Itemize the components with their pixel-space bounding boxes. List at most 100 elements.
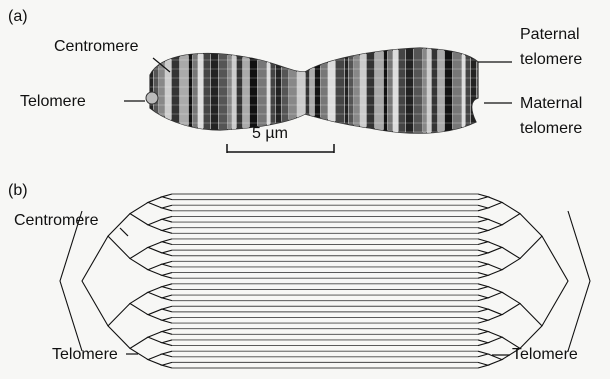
tree-branch (148, 354, 162, 365)
tree-branch (162, 329, 172, 335)
tree-branch (162, 228, 172, 234)
tree-branch (162, 261, 172, 267)
chromosome-band (432, 40, 437, 150)
tree-branch (162, 340, 172, 346)
chromosome-band (228, 40, 231, 150)
chromosome-band (310, 40, 314, 150)
chromosome-band (360, 40, 366, 150)
tree-branch (148, 219, 162, 230)
chromosome-band (393, 40, 398, 150)
telomere-left-label: Telomere (52, 346, 118, 364)
tree-branch (478, 194, 488, 200)
tree-branch (162, 317, 172, 323)
tree-branch (148, 242, 162, 253)
centromere-b-label: Centromere (14, 212, 98, 230)
chromosome-band (193, 40, 197, 150)
chromosome-band (336, 40, 344, 150)
panel-b-tag: (b) (8, 182, 28, 200)
tree-branch (478, 216, 488, 222)
chromosome-band (306, 40, 309, 150)
tree-branch (488, 197, 502, 208)
tree-branch (478, 284, 488, 290)
tree-branch (478, 306, 488, 312)
chromosome-band (315, 40, 320, 150)
tree-branch (478, 250, 488, 256)
chromosome-band (237, 40, 242, 150)
tree-branch (162, 194, 172, 200)
tree-branch (502, 292, 520, 314)
tree-branch (148, 197, 162, 208)
tree-branch (502, 202, 520, 224)
tree-branch (162, 362, 172, 368)
chromosome-band (289, 40, 296, 150)
tree-branch (478, 317, 488, 323)
tree-branch (520, 214, 542, 259)
chromosome-band (204, 40, 210, 150)
chromosome-band (297, 40, 305, 150)
tree-branch (148, 264, 162, 275)
tree-branch (148, 332, 162, 343)
tree-branch (488, 219, 502, 230)
tree-branch (502, 247, 520, 269)
tree-branch (488, 287, 502, 298)
branching-tree-right (478, 194, 590, 368)
chromosome-band (375, 40, 383, 150)
tree-branch (478, 228, 488, 234)
tree-branch (520, 303, 542, 348)
chromosome-band (471, 40, 476, 150)
chromosome-band (438, 40, 444, 150)
centromere-b-pointer (120, 228, 128, 236)
chromosome-band (445, 40, 452, 150)
chromosome-band (453, 40, 461, 150)
paternal-label-line2: telomere (520, 51, 582, 69)
tree-branch (488, 332, 502, 343)
maternal-label-line1: Maternal (520, 95, 582, 113)
tree-branch (488, 242, 502, 253)
tree-branch (148, 287, 162, 298)
chromosome-band (328, 40, 335, 150)
tree-branch (162, 295, 172, 301)
chromosome-band (477, 40, 483, 150)
tree-branch (478, 351, 488, 357)
chromosome-band (354, 40, 359, 150)
telomere-label: Telomere (20, 93, 86, 111)
tree-branch (478, 329, 488, 335)
chromatid-strands (172, 194, 478, 368)
maternal-label-line2: telomere (520, 120, 582, 138)
chromosome-band (384, 40, 387, 150)
tree-branch (162, 284, 172, 290)
tree-branch (162, 205, 172, 211)
chromosome-band (367, 40, 374, 150)
chromosome-band (219, 40, 227, 150)
tree-branch (162, 351, 172, 357)
tree-branch (82, 236, 108, 326)
panel-a-tag: (a) (8, 8, 28, 26)
chromosome-band (462, 40, 465, 150)
tree-branch (162, 250, 172, 256)
tree-branch (162, 306, 172, 312)
tree-branch (130, 202, 148, 224)
tree-branch (162, 273, 172, 279)
chromosome-band (321, 40, 327, 150)
tree-branch (148, 309, 162, 320)
centromere-label: Centromere (54, 38, 138, 56)
tree-branch (478, 362, 488, 368)
chromosome-band (198, 40, 203, 150)
telomere-right-label: Telomere (512, 346, 578, 364)
tree-branch (542, 236, 568, 326)
tree-branch (478, 261, 488, 267)
paternal-label-line1: Paternal (520, 26, 580, 44)
tree-trunk (568, 211, 590, 351)
tree-branch (488, 264, 502, 275)
scale-bar-label: 5 µm (252, 125, 288, 143)
tree-branch (478, 239, 488, 245)
tree-branch (108, 303, 130, 348)
chromosome-band (165, 40, 171, 150)
tree-branch (130, 247, 148, 269)
chromosome-band (399, 40, 405, 150)
tree-branch (162, 216, 172, 222)
panel-b-pointers (120, 228, 510, 355)
tree-branch (478, 295, 488, 301)
tree-branch (488, 354, 502, 365)
